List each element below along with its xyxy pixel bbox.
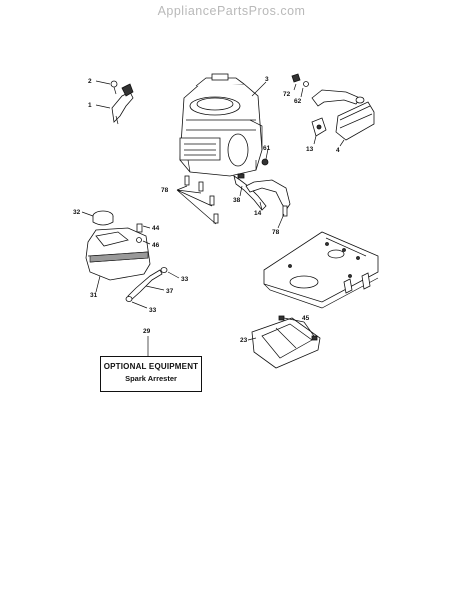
callout-72: 72	[283, 91, 291, 98]
engine-plate-part	[263, 231, 379, 309]
callout-3: 3	[265, 76, 269, 83]
callout-61: 61	[263, 145, 271, 152]
callout-78b: 78	[272, 229, 280, 236]
optional-equipment-title: OPTIONAL EQUIPMENT	[103, 362, 199, 371]
throttle-control-part	[110, 80, 134, 125]
callout-44: 44	[152, 225, 160, 232]
exhaust-bolt-part	[291, 73, 309, 87]
callout-1: 1	[88, 102, 92, 109]
fuel-line-part	[233, 173, 291, 217]
optional-equipment-box: OPTIONAL EQUIPMENT Spark Arrester	[100, 356, 202, 392]
callout-33b: 33	[149, 307, 157, 314]
callout-31: 31	[90, 292, 98, 299]
spark-arrester-label: Spark Arrester	[125, 374, 177, 383]
heat-shield-part	[251, 315, 321, 369]
fuel-tank-part	[85, 210, 151, 281]
callout-37: 37	[166, 288, 174, 295]
callout-14: 14	[254, 210, 262, 217]
callout-29: 29	[143, 328, 151, 335]
callout-13: 13	[306, 146, 314, 153]
mounting-bolts-part	[184, 158, 269, 224]
site-watermark: AppliancePartsPros.com	[157, 4, 306, 18]
callout-45: 45	[302, 315, 310, 322]
callout-38: 38	[233, 197, 241, 204]
callout-4: 4	[336, 147, 340, 154]
callout-32: 32	[73, 209, 81, 216]
muffler-part	[311, 89, 375, 141]
callout-23: 23	[240, 337, 248, 344]
callout-62: 62	[294, 98, 302, 105]
callout-78a: 78	[161, 187, 169, 194]
callout-46: 46	[152, 242, 160, 249]
callout-33a: 33	[181, 276, 189, 283]
engine-part	[179, 73, 263, 177]
fuel-hose-part	[125, 267, 168, 302]
callout-2: 2	[88, 78, 92, 85]
